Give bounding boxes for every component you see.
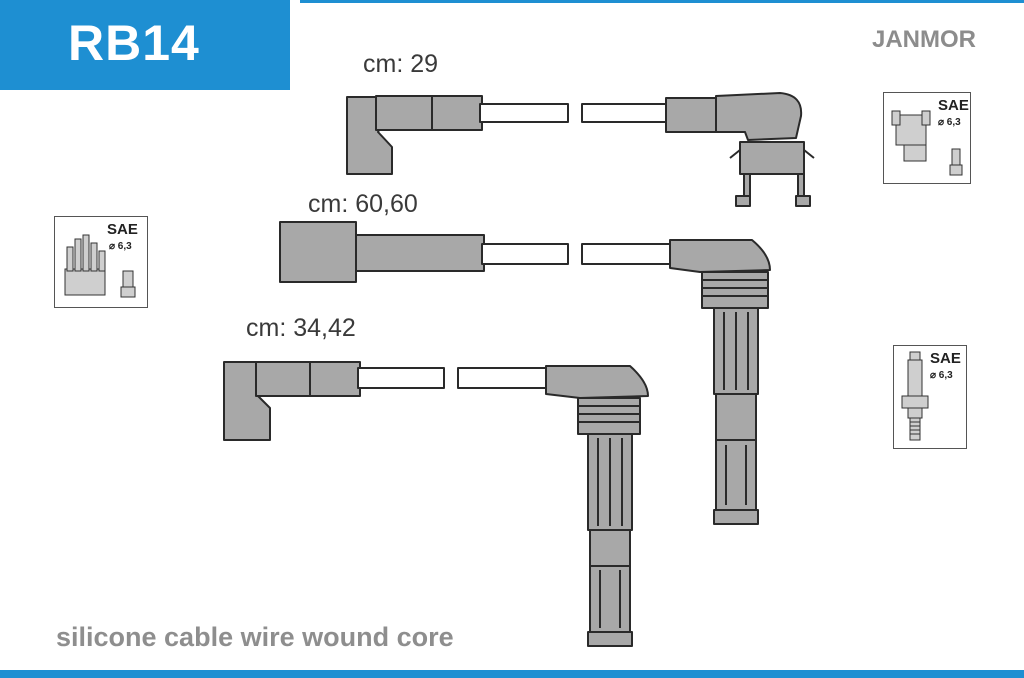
cable-2-wire-b <box>581 243 671 265</box>
cable-3-wire-b <box>457 367 547 389</box>
cable-3-left-sleeve <box>255 361 361 397</box>
spark-plug-sae-label: SAE <box>930 350 961 367</box>
cable-1-right-boot <box>715 92 803 141</box>
header-badge: RB14 <box>0 0 290 90</box>
cable-3-ribs <box>577 397 641 435</box>
cable-2-length: cm: 60,60 <box>308 190 418 218</box>
cable-2-wire-a <box>481 243 569 265</box>
brand-name: JANMOR <box>872 26 977 53</box>
coil-icon-drawing <box>891 110 963 176</box>
product-description: silicone cable wire wound core <box>56 622 454 652</box>
cable-3-right-elbow <box>545 365 649 399</box>
coil-diameter-label: ⌀ 6,3 <box>938 117 961 128</box>
distributor-icon-drawing <box>64 234 136 298</box>
bottom-rule <box>0 670 1024 678</box>
cable-3-length: cm: 34,42 <box>246 314 356 342</box>
cable-1-right-sleeve <box>665 97 717 133</box>
cable-2-boot-lower <box>715 393 757 513</box>
spark-plug-drawing <box>901 351 929 441</box>
cable-1-clip <box>739 141 805 175</box>
part-code: RB14 <box>68 15 200 71</box>
cable-2-ribs <box>701 271 769 309</box>
cable-1-left-sleeve <box>375 95 483 131</box>
spark-plug-icon: SAE ⌀ 6,3 <box>893 345 967 449</box>
top-rule <box>300 0 1024 3</box>
cable-1-wire-b <box>581 103 669 123</box>
cable-2-left-terminal <box>279 221 357 283</box>
cable-1 <box>346 92 815 207</box>
cable-3-wire-a <box>357 367 445 389</box>
distributor-diameter-label: ⌀ 6,3 <box>109 241 132 252</box>
distributor-cap-icon: SAE ⌀ 6,3 <box>54 216 148 308</box>
cable-1-length: cm: 29 <box>363 50 439 78</box>
cable-2 <box>279 221 771 525</box>
coil-terminal-icon: SAE ⌀ 6,3 <box>883 92 971 184</box>
distributor-sae-label: SAE <box>107 221 138 238</box>
cable-3 <box>223 361 649 647</box>
cable-2-left-sleeve <box>355 234 485 272</box>
cable-1-wire-a <box>479 103 569 123</box>
coil-sae-label: SAE <box>938 97 969 114</box>
spark-plug-diameter-label: ⌀ 6,3 <box>930 370 953 381</box>
cable-3-boot-lower <box>589 529 631 635</box>
cable-2-right-elbow <box>669 239 771 273</box>
